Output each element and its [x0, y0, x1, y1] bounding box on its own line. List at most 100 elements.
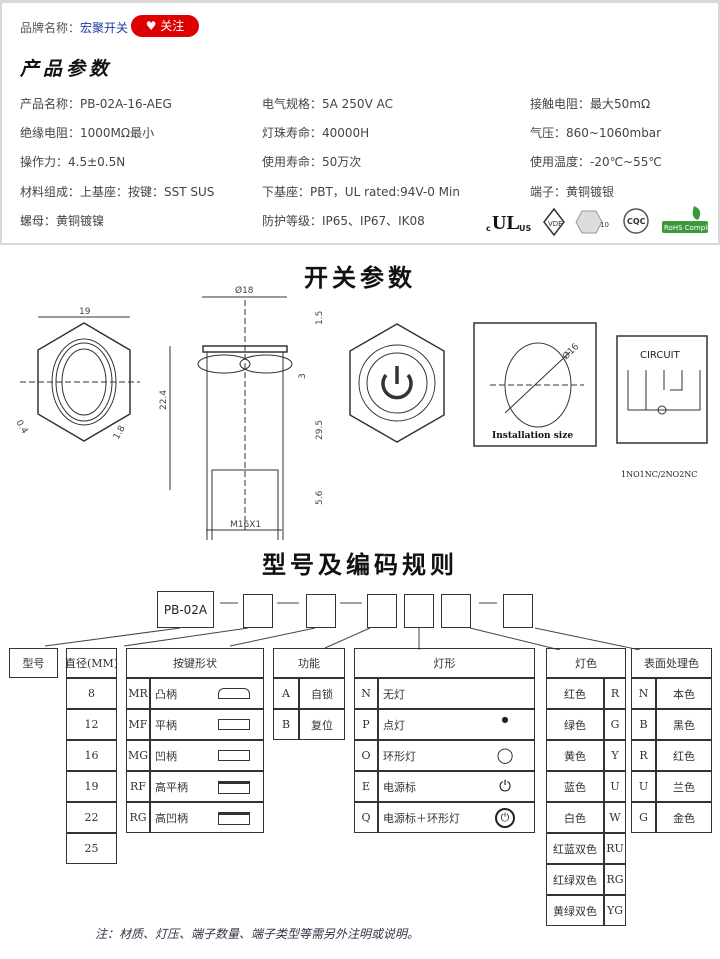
table-cell: MG [126, 740, 150, 771]
param-item: 操作力：4.5±0.5N [20, 155, 126, 169]
table-header-surface: 表面处理色 [631, 648, 712, 678]
power-ring-icon: ⏻ [495, 808, 515, 828]
param-item: 材料组成：上基座：按键：SST SUS [20, 185, 215, 199]
installation-size-label: Installation size [492, 431, 573, 441]
table-cell: RG [126, 802, 150, 833]
param-item: 产品名称：PB-02A-16-AEG [20, 97, 172, 111]
table-cell: 复位 [299, 709, 345, 740]
table-cell: Q [354, 802, 378, 833]
table-cell: RF [126, 771, 150, 802]
brand-row: 品牌名称：宏聚开关 [20, 19, 128, 36]
svg-text:VDE: VDE [548, 220, 563, 228]
ring-light-icon: ◯ [496, 746, 514, 764]
switch-drawings: 19 0.4 1.8 Ø18 22.4 1.5 3 29.5 5.6 M16X1… [13, 285, 708, 540]
table-cell: 凸柄 [150, 678, 264, 709]
table-cell: 黄绿双色 [546, 895, 604, 926]
dim-29-5: 29.5 [315, 420, 325, 440]
table-cell: 25 [66, 833, 117, 864]
param-item: 接触电阻：最大50mΩ [530, 97, 651, 111]
dim-5-6: 5.6 [315, 490, 325, 505]
brand-label: 品牌名称： [20, 21, 81, 35]
power-icon: ⏻ [499, 777, 511, 795]
table-cell: W [604, 802, 626, 833]
table-cell: 环形灯 [378, 740, 535, 771]
dim-1-8: 1.8 [112, 424, 128, 442]
switch-params-title: 开关参数 [304, 264, 416, 292]
table-cell: 凹柄 [150, 740, 264, 771]
table-cell: 绿色 [546, 709, 604, 740]
param-item: 使用寿命：50万次 [262, 155, 362, 169]
table-cell: B [631, 709, 656, 740]
handwritten-note: 注：材质、灯压、端子数量、端子类型等需另外注明或说明。 [95, 927, 420, 941]
table-cell: 红绿双色 [546, 864, 604, 895]
table-cell: 红蓝双色 [546, 833, 604, 864]
connector-lines [44, 602, 641, 650]
svg-text:10: 10 [600, 221, 609, 229]
param-item: 下基座：PBT，UL rated:94V-0 Min [262, 185, 460, 199]
model-prefix-box: PB-02A [157, 591, 214, 628]
table-cell: 无灯 [378, 678, 535, 709]
table-cell: MR [126, 678, 150, 709]
top-view-power-icon [349, 323, 445, 443]
table-cell: R [631, 740, 656, 771]
table-cell: 电源标＋环形灯 [378, 802, 535, 833]
table-cell: 12 [66, 709, 117, 740]
vde-cert-icon: VDE [543, 207, 565, 237]
param-item: 端子：黄铜镀银 [530, 185, 615, 199]
table-cell: A [273, 678, 299, 709]
cqc-cert-icon: CQC [623, 208, 649, 234]
table-cell: N [354, 678, 378, 709]
table-cell: R [604, 678, 626, 709]
installation-size: Ø16 Installation size [473, 322, 597, 447]
dot-light-icon: ● [501, 715, 509, 724]
table-cell: 16 [66, 740, 117, 771]
table-cell: 高凹柄 [150, 802, 264, 833]
k10-cert-icon: 10 [575, 210, 609, 234]
table-cell: 8 [66, 678, 117, 709]
table-header-light: 灯形 [354, 648, 535, 678]
code-slot-box [503, 594, 533, 628]
product-info-card [0, 0, 720, 245]
param-item: 气压：860~1060mbar [530, 126, 662, 140]
param-item: 灯珠寿命：40000H [262, 126, 370, 140]
dim-0-4: 0.4 [13, 419, 29, 437]
coding-rules-title: 型号及编码规则 [262, 551, 458, 579]
table-cell: 金色 [656, 802, 712, 833]
brand-link[interactable]: 宏聚开关 [80, 21, 129, 35]
table-cell: 黑色 [656, 709, 712, 740]
param-item: 防护等级：IP65、IP67、IK08 [262, 214, 425, 228]
circuit-diagram: CIRCUIT 1NO1NC/2NO2NC [616, 335, 708, 479]
button-shape-icon [218, 719, 250, 730]
table-cell: E [354, 771, 378, 802]
table-cell: 蓝色 [546, 771, 604, 802]
table-cell: U [604, 771, 626, 802]
table-header-model: 型号 [9, 648, 58, 678]
table-cell: N [631, 678, 656, 709]
circuit-caption: 1NO1NC/2NO2NC [621, 470, 697, 479]
dim-phi18: Ø18 [235, 285, 254, 296]
follow-button[interactable]: ♥ 关注 [131, 15, 199, 37]
table-cell: P [354, 709, 378, 740]
code-slot-box [243, 594, 273, 628]
dim-22-4: 22.4 [159, 390, 169, 410]
table-cell: 自锁 [299, 678, 345, 709]
param-item: 螺母：黄铜镀镍 [20, 214, 105, 228]
table-cell: 兰色 [656, 771, 712, 802]
table-cell: 本色 [656, 678, 712, 709]
table-header-diameter: 直径(MM) [65, 648, 118, 678]
button-shape-icon [218, 688, 250, 699]
table-cell: YG [604, 895, 626, 926]
dim-thread: M16X1 [230, 520, 261, 530]
svg-text:c: c [486, 224, 491, 233]
table-header-shape: 按键形状 [126, 648, 264, 678]
table-cell: RG [604, 864, 626, 895]
table-cell: 电源标 [378, 771, 535, 802]
rohs-label: RoHS Compliant [664, 224, 714, 232]
heart-icon: ♥ [145, 19, 157, 33]
code-slot-box [367, 594, 397, 628]
table-cell: 点灯 [378, 709, 535, 740]
dim-19: 19 [79, 307, 91, 317]
table-cell: 黄色 [546, 740, 604, 771]
params-title: 产品参数 [20, 58, 113, 80]
